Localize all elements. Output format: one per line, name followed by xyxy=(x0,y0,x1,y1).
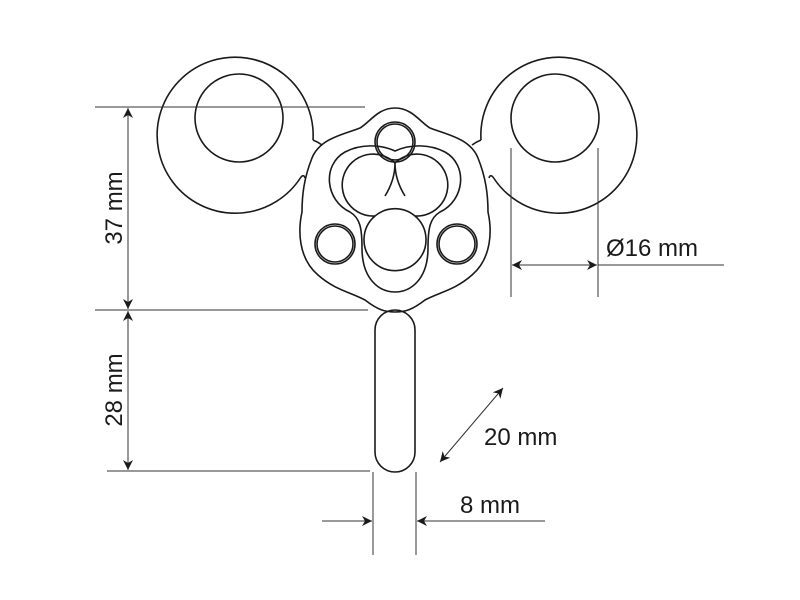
left-ring xyxy=(156,56,314,214)
dim-label-8mm: 8 mm xyxy=(460,492,520,519)
stem xyxy=(374,309,416,473)
dim-label-37mm: 37 mm xyxy=(101,171,128,244)
dimension-lines xyxy=(95,106,724,555)
central-plate xyxy=(299,107,494,313)
dim-label-28mm: 28 mm xyxy=(101,353,128,426)
dim-label-diameter: Ø16 mm xyxy=(606,235,698,262)
dim-label-20mm: 20 mm xyxy=(484,424,557,451)
right-ring xyxy=(480,56,638,214)
